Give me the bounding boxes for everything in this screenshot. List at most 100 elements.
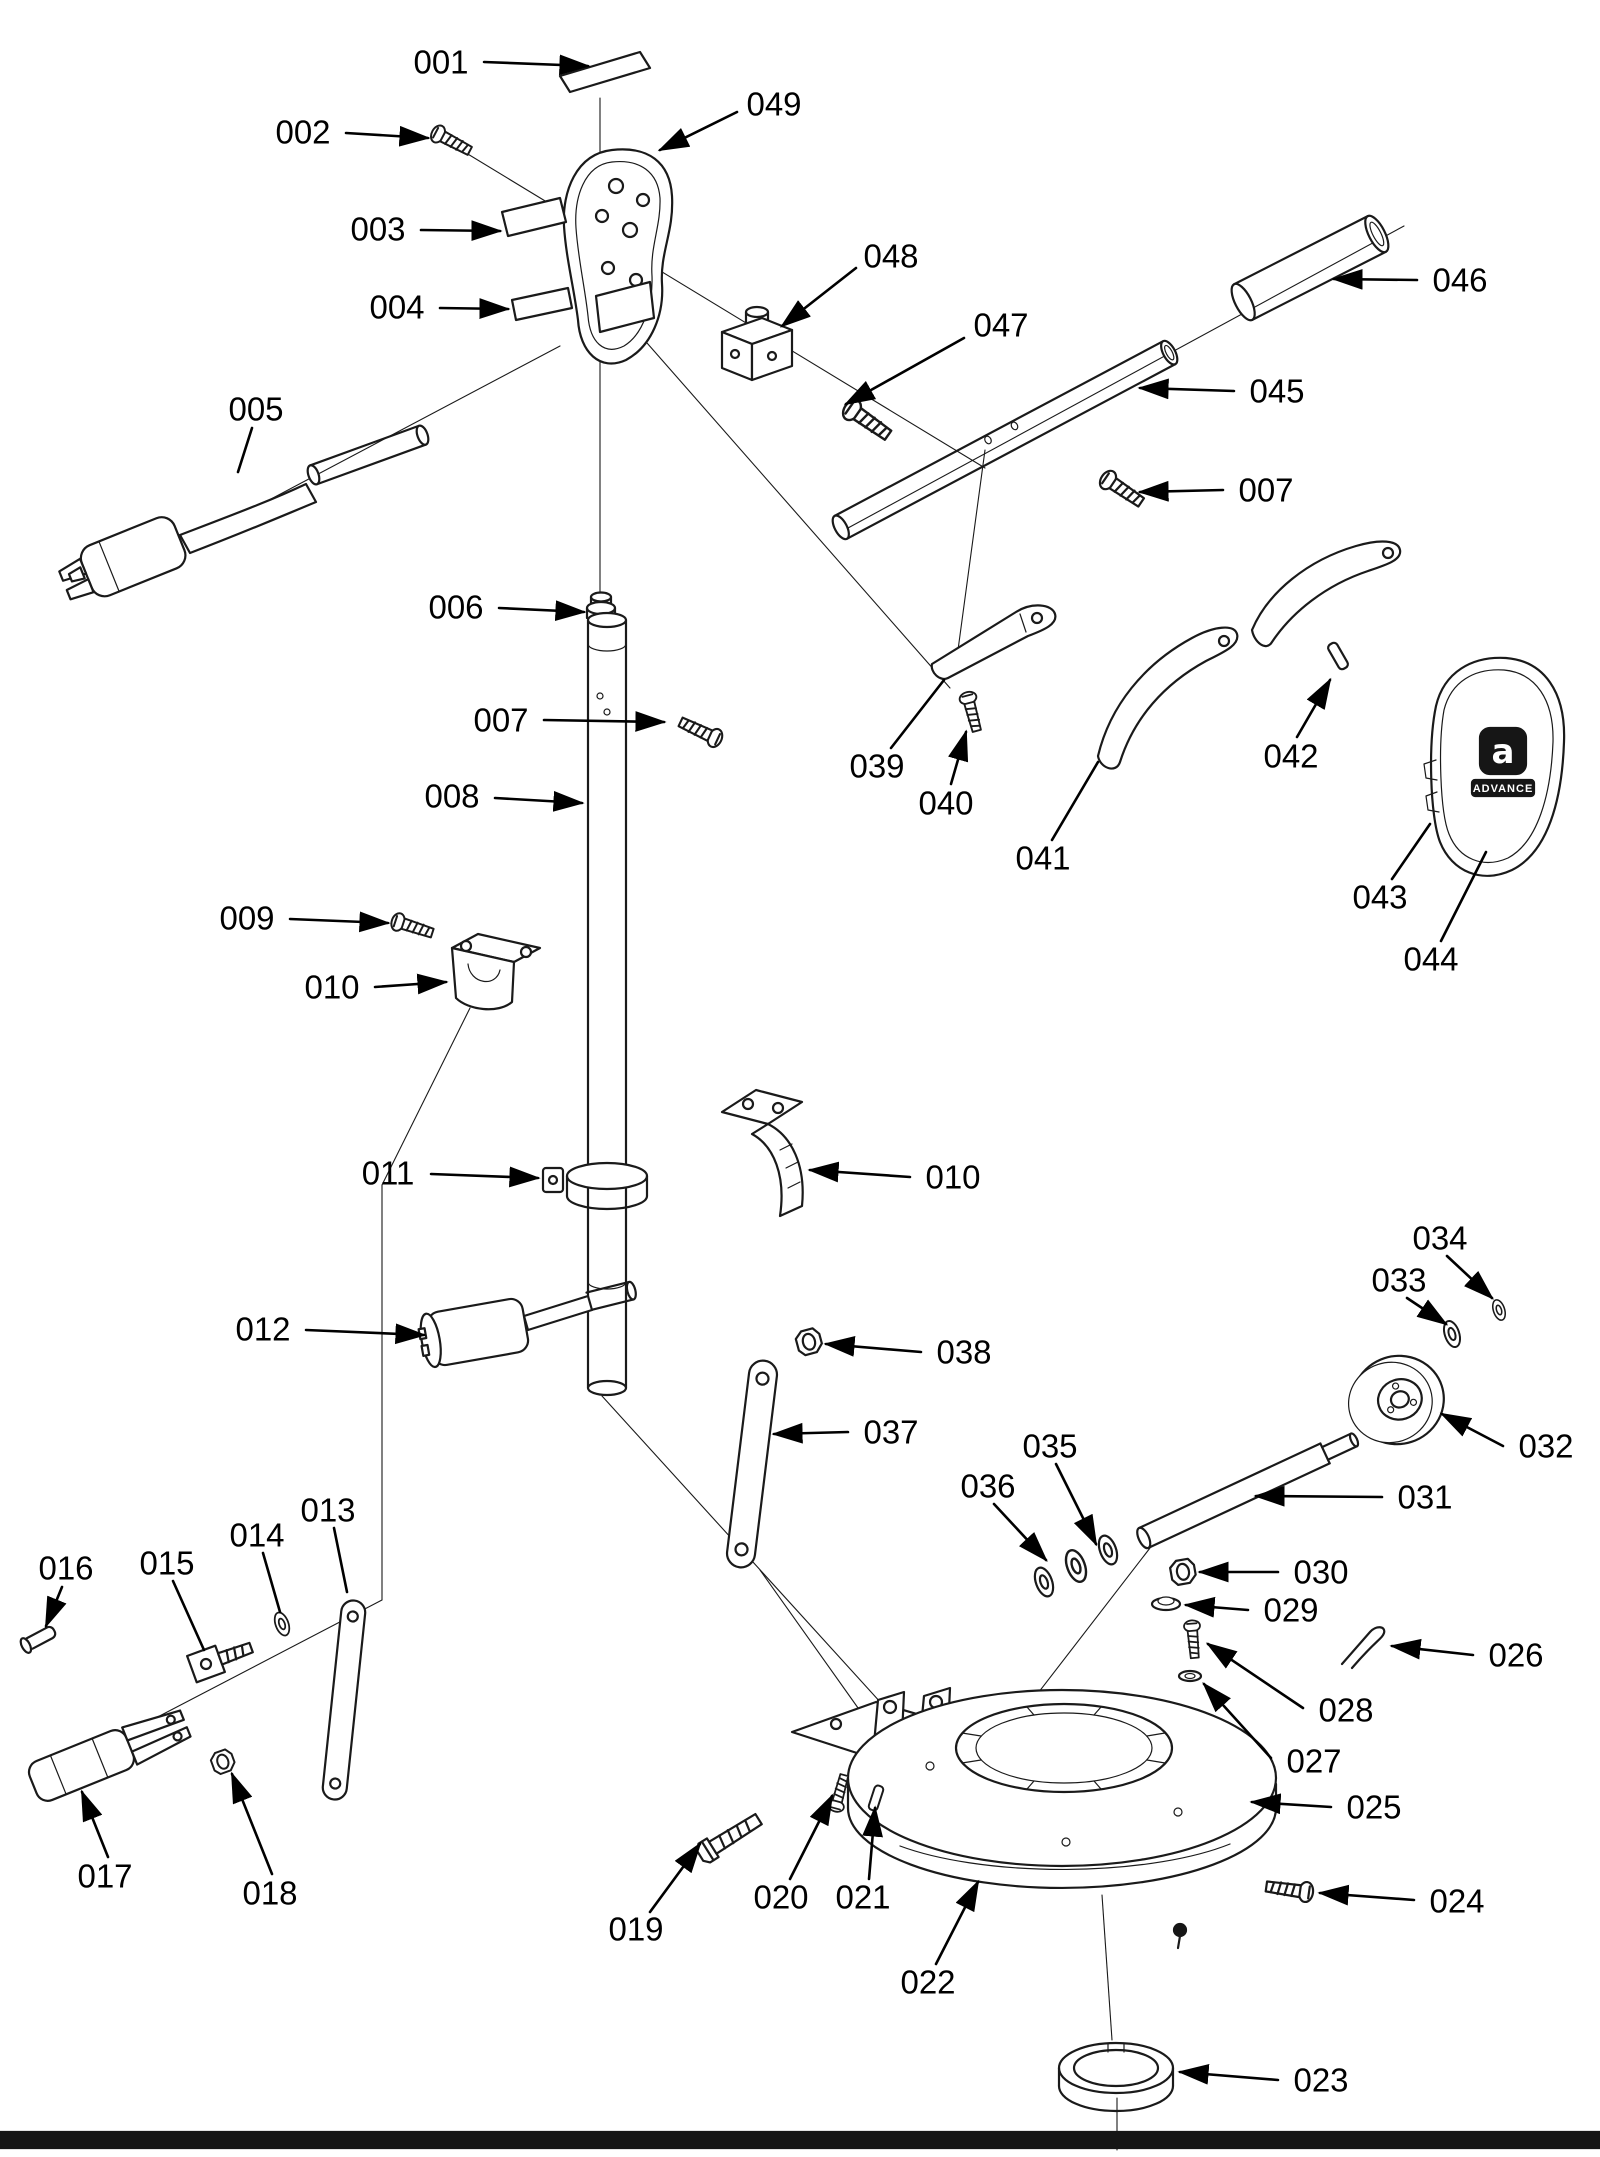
part-number-label: 017 — [77, 1858, 132, 1895]
part-number-label: 011 — [362, 1155, 415, 1192]
part-screw-024 — [1263, 1875, 1316, 1904]
part-screw-028 — [1182, 1618, 1204, 1660]
part-tube-cap-006 — [585, 591, 617, 620]
callout-033: 033 — [1371, 1262, 1449, 1326]
part-plate-003 — [500, 196, 568, 238]
part-number-label: 004 — [369, 289, 424, 326]
callout-006: 006 — [428, 589, 587, 626]
part-deck-assembly-022-025 — [790, 1686, 1278, 1890]
part-ring-023 — [1057, 2041, 1175, 2113]
callout-030: 030 — [1197, 1554, 1349, 1591]
part-pin-042 — [1325, 640, 1351, 672]
parts-layer: a ADVANCE — [19, 50, 1566, 2113]
callout-007: 007 — [473, 702, 667, 739]
part-number-label: 030 — [1293, 1554, 1348, 1591]
part-number-label: 001 — [413, 44, 468, 81]
part-number-label: 028 — [1318, 1692, 1373, 1729]
part-washer-029 — [1150, 1596, 1182, 1612]
part-number-label: 036 — [960, 1468, 1015, 1505]
callout-041: 041 — [1015, 760, 1100, 877]
callout-023: 023 — [1177, 2062, 1349, 2099]
part-number-label: 016 — [38, 1550, 93, 1587]
part-number-label: 005 — [228, 391, 283, 428]
callout-016: 016 — [38, 1550, 94, 1629]
callout-036: 036 — [960, 1468, 1048, 1562]
part-number-label: 021 — [835, 1879, 890, 1916]
part-link-013 — [321, 1599, 367, 1801]
part-number-label: 033 — [1371, 1262, 1426, 1299]
part-wheel-032 — [1347, 1354, 1445, 1446]
part-number-label: 014 — [229, 1517, 284, 1554]
part-number-label: 032 — [1518, 1428, 1573, 1465]
callout-018: 018 — [230, 1771, 298, 1912]
callout-001: 001 — [413, 44, 591, 81]
callout-043: 043 — [1352, 822, 1432, 916]
part-latch-039 — [930, 604, 1057, 680]
callout-044: 044 — [1403, 850, 1488, 978]
part-number-label: 029 — [1263, 1592, 1318, 1629]
part-number-label: 037 — [863, 1414, 918, 1451]
part-number-label: 049 — [746, 86, 801, 123]
callout-013: 013 — [300, 1492, 356, 1594]
callout-004: 004 — [369, 289, 511, 326]
part-bracket-010-left — [450, 932, 542, 1011]
part-number-label: 031 — [1397, 1479, 1452, 1516]
callout-003: 003 — [350, 211, 503, 248]
part-number-label: 027 — [1286, 1743, 1341, 1780]
part-number-label: 007 — [1238, 472, 1293, 509]
part-yoke-017 — [27, 1709, 192, 1802]
callout-037: 037 — [771, 1414, 919, 1451]
callout-042: 042 — [1263, 677, 1332, 775]
part-washer-014 — [271, 1609, 293, 1639]
callout-038: 038 — [823, 1334, 992, 1371]
callout-005: 005 — [228, 391, 284, 474]
callout-049: 049 — [657, 86, 802, 152]
part-number-label: 010 — [304, 969, 359, 1006]
callout-009: 009 — [219, 900, 391, 937]
part-washer-036 — [1030, 1564, 1058, 1600]
part-number-label: 026 — [1488, 1637, 1543, 1674]
callout-010: 010 — [807, 1159, 981, 1196]
part-number-label: 002 — [275, 114, 330, 151]
callout-048: 048 — [779, 238, 919, 328]
part-screw-009 — [388, 910, 437, 943]
callout-020: 020 — [753, 1793, 834, 1916]
part-number-label: 041 — [1015, 840, 1070, 877]
part-bolt-019 — [693, 1808, 766, 1867]
part-name-plate-001 — [558, 50, 652, 94]
part-number-label: 038 — [936, 1334, 991, 1371]
part-number-label: 003 — [350, 211, 405, 248]
part-main-tube-008 — [586, 611, 628, 1397]
part-number-label: 039 — [849, 748, 904, 785]
part-switch-block-048 — [720, 305, 794, 382]
part-number-label: 019 — [608, 1911, 663, 1948]
callout-027: 027 — [1202, 1682, 1342, 1780]
part-under-deck-screw — [1172, 1922, 1188, 1950]
part-nut-018 — [208, 1746, 238, 1777]
part-power-cord-005 — [58, 424, 430, 601]
part-block-015 — [186, 1641, 254, 1684]
part-number-label: 045 — [1249, 373, 1304, 410]
part-number-label: 013 — [300, 1492, 355, 1529]
bottom-bar — [0, 2130, 1600, 2150]
part-handle-tube-045 — [831, 339, 1179, 541]
callout-029: 029 — [1183, 1592, 1319, 1629]
part-clamp-011 — [541, 1161, 649, 1211]
part-number-label: 007 — [473, 702, 528, 739]
part-number-label: 034 — [1412, 1220, 1467, 1257]
callout-002: 002 — [275, 114, 431, 151]
callout-024: 024 — [1317, 1883, 1485, 1920]
assembly-axis-lines — [147, 97, 1405, 2151]
callout-028: 028 — [1205, 1642, 1374, 1729]
part-number-label: 047 — [973, 307, 1028, 344]
part-number-label: 010 — [925, 1159, 980, 1196]
part-link-037 — [725, 1359, 779, 1569]
part-nut-038 — [793, 1325, 825, 1358]
callout-012: 012 — [235, 1311, 427, 1348]
part-handle-housing-049 — [562, 148, 674, 365]
brand-logo-mark: a — [1492, 732, 1515, 772]
part-washer-035b — [1094, 1532, 1122, 1568]
